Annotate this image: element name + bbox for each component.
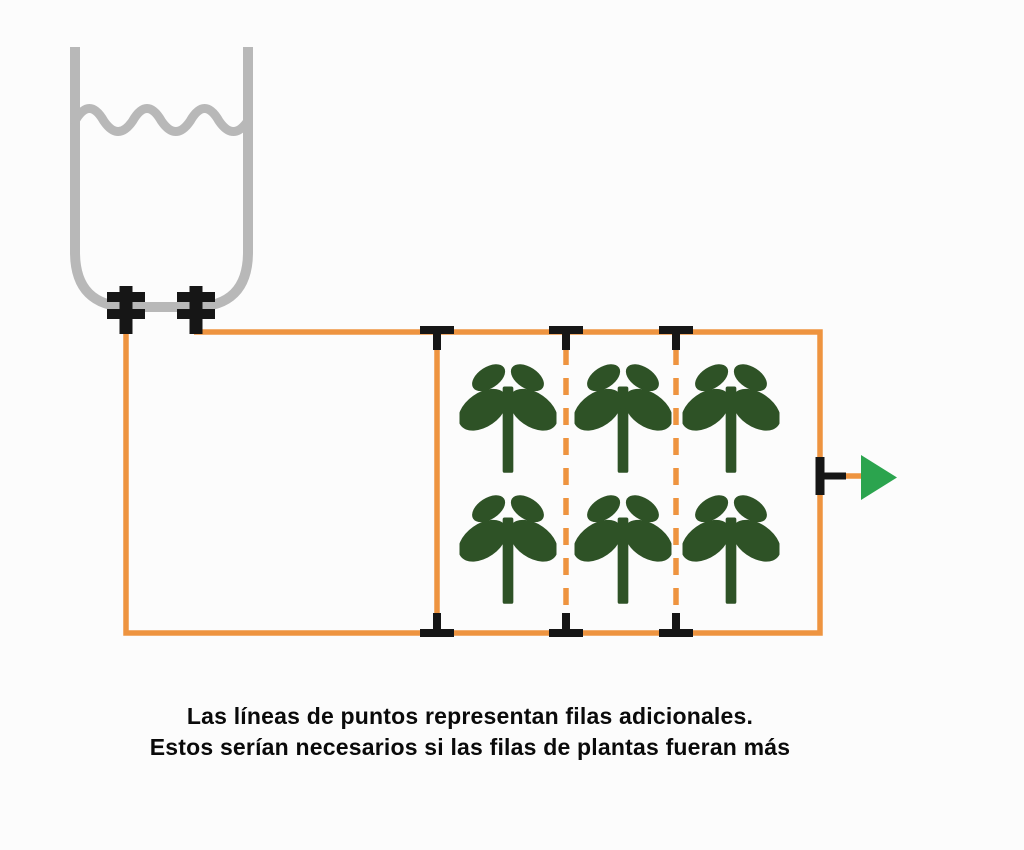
tee-connector-icon	[659, 613, 693, 637]
fittings	[107, 286, 846, 637]
plant-icon	[459, 361, 557, 473]
tee-connector-icon	[549, 613, 583, 637]
tee-connector-icon	[659, 326, 693, 350]
caption-line-2: Estos serían necesarios si las filas de …	[149, 734, 791, 760]
water-tank-icon	[70, 47, 253, 312]
plant-icon	[574, 492, 672, 604]
valve-icon	[177, 286, 215, 334]
caption: Las líneas de puntos representan filas a…	[0, 701, 940, 763]
tee-connector-icon	[420, 326, 454, 350]
plants	[459, 361, 780, 604]
valve-icon	[107, 286, 145, 334]
plant-icon	[682, 492, 780, 604]
plant-icon	[574, 361, 672, 473]
plant-icon	[459, 492, 557, 604]
diagram-canvas	[70, 47, 897, 637]
tee-connector-icon	[420, 613, 454, 637]
plant-icon	[682, 361, 780, 473]
flow-arrow-icon	[861, 455, 897, 500]
tee-connector-icon	[549, 326, 583, 350]
water-level-icon	[70, 104, 253, 136]
main-pipe-loop	[123, 329, 823, 636]
caption-line-1: Las líneas de puntos representan filas a…	[186, 703, 754, 729]
outlet-tee-fitting-icon	[815, 457, 846, 495]
